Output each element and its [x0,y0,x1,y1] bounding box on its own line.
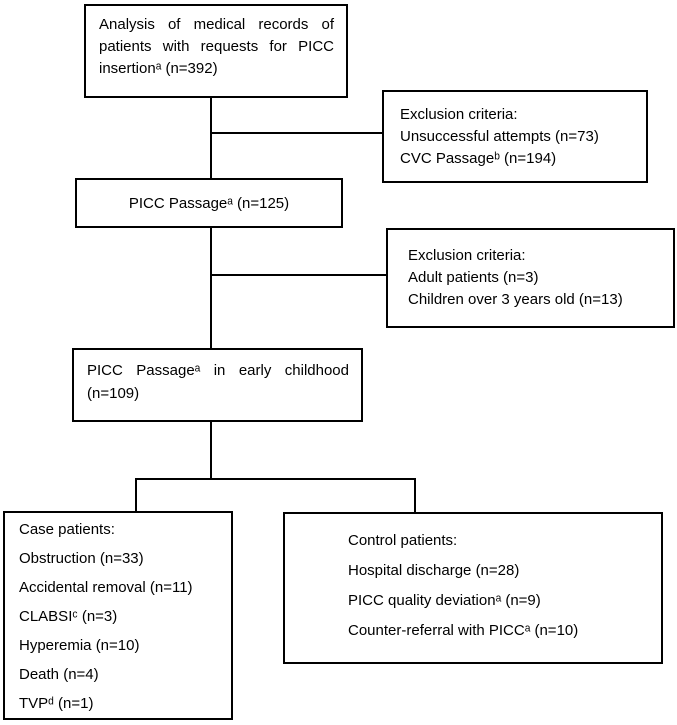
case-line: Case patients: [19,521,115,538]
connector-analysis-to-picc [210,98,212,178]
connector-split-horizontal [135,478,416,480]
exclusion-criteria-1-box: Exclusion criteria: Unsuccessful attempt… [382,90,648,183]
case-line: Hyperemia (n=10) [19,637,140,654]
control-line: PICC quality deviationᵃ (n=9) [348,592,541,609]
picc-passage-label: PICC Passageᵃ (n=125) [128,194,290,212]
exclusion1-line: Exclusion criteria: [400,105,518,123]
exclusion2-line: Children over 3 years old (n=13) [408,291,623,308]
case-line: Accidental removal (n=11) [19,579,193,596]
control-line: Control patients: [348,532,458,549]
connector-branch-exclusion1 [211,132,382,134]
analysis-box-line: Analysis of medical records of [99,16,334,33]
control-line: Counter-referral with PICCᵃ (n=10) [348,622,579,639]
early-childhood-line: PICC Passageᵃ in early childhood [87,362,349,379]
case-line: Death (n=4) [19,666,99,683]
connector-split-to-case [135,478,137,513]
connector-branch-exclusion2 [211,274,386,276]
early-childhood-box: PICC Passageᵃ in early childhood (n=109) [72,348,363,422]
analysis-box-line: insertionᵃ (n=392) [99,60,218,77]
connector-split-to-control [414,478,416,514]
case-line: CLABSIᶜ (n=3) [19,608,118,625]
case-line: Obstruction (n=33) [19,550,144,567]
control-patients-box: Control patients: Hospital discharge (n=… [283,512,663,664]
case-patients-box: Case patients: Obstruction (n=33) Accide… [3,511,233,720]
connector-picc-to-early-childhood [210,228,212,348]
early-childhood-line: (n=109) [87,385,140,402]
exclusion-criteria-2-box: Exclusion criteria: Adult patients (n=3)… [386,228,675,328]
analysis-box: Analysis of medical records of patients … [84,4,348,98]
exclusion2-line: Exclusion criteria: [408,247,526,264]
case-line: TVPᵈ (n=1) [19,695,94,712]
control-line: Hospital discharge (n=28) [348,562,520,579]
analysis-box-line: patients with requests for PICC [99,38,334,55]
exclusion2-line: Adult patients (n=3) [408,269,539,286]
exclusion1-line: CVC Passageᵇ (n=194) [400,149,557,167]
exclusion1-line: Unsuccessful attempts (n=73) [400,127,599,145]
picc-passage-box: PICC Passageᵃ (n=125) [75,178,343,228]
connector-early-childhood-to-split [210,422,212,480]
